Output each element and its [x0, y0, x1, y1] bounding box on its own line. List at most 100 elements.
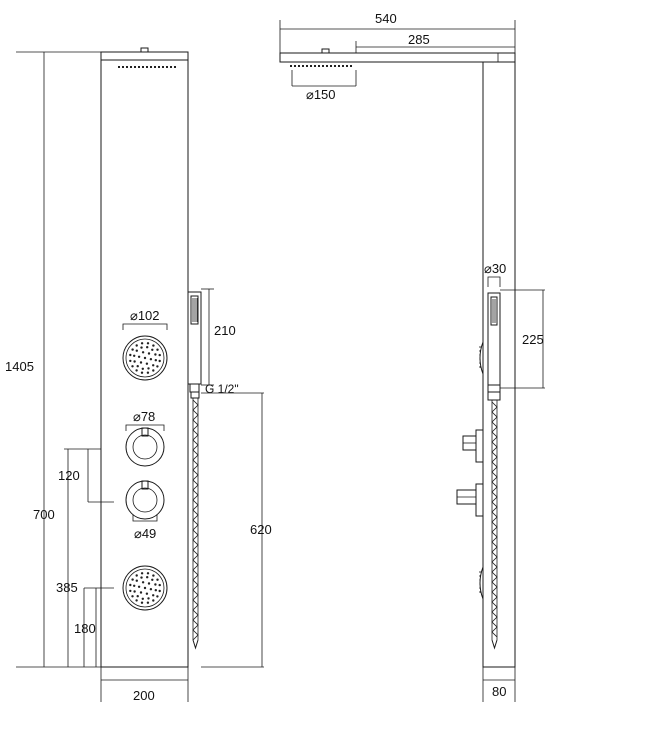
jet-nozzle-dot [131, 595, 134, 598]
jet-nozzle-dot [129, 589, 132, 593]
jet-nozzle-dot [146, 572, 150, 575]
jet-nozzle-dot [141, 367, 144, 370]
jet-nozzle-dot [147, 597, 150, 600]
dim-knob-small-label: ⌀49 [134, 526, 156, 541]
jet-nozzle-dot [158, 589, 161, 593]
front-hand-shower [187, 291, 202, 399]
jet-nozzle-dot [151, 348, 154, 351]
jet-nozzle-dot [133, 590, 136, 593]
jet-nozzle-dot [135, 349, 138, 352]
jet-nozzle-dot [154, 353, 157, 356]
jet-nozzle-dot [141, 581, 145, 584]
jet-nozzle-dot [140, 371, 144, 374]
jet-nozzle-dot [158, 353, 161, 357]
dim-620-label: 620 [250, 522, 272, 537]
side-hose [491, 400, 498, 650]
front-panel-body [100, 51, 189, 668]
jet-nozzle-dot [143, 586, 147, 590]
jet-nozzle-dot [141, 597, 144, 600]
jet-nozzle-dot [146, 576, 149, 579]
jet-nozzle-dot [131, 578, 134, 581]
jet-nozzle-dot [158, 359, 161, 363]
jet-nozzle-dot [137, 355, 141, 358]
thermostat-knob [125, 427, 165, 467]
jet-nozzle-dot [147, 367, 150, 370]
front-hose [192, 398, 199, 650]
jet-nozzle-dot [145, 362, 149, 365]
jet-nozzle-dot [135, 574, 138, 577]
jet-nozzle-dot [147, 352, 151, 355]
jet-nozzle-dot [137, 585, 141, 588]
jet-nozzle-dot [133, 354, 136, 357]
dim-180-label: 180 [74, 621, 96, 636]
dim-225-label: 225 [522, 332, 544, 347]
dim-80-label: 80 [492, 684, 506, 699]
jet-nozzle-dot [129, 353, 132, 357]
front-top-button [140, 47, 149, 53]
jet-nozzle-dot [156, 348, 159, 351]
side-view: 540 285 ⌀150 ⌀30 225 80 [279, 11, 545, 702]
dim-head-diameter-label: ⌀150 [306, 87, 336, 102]
jet-nozzle-dot [146, 601, 150, 604]
jet-nozzle-dot [140, 576, 143, 579]
dim-385-label: 385 [56, 580, 78, 595]
jet-nozzle-dot [143, 356, 147, 360]
dim-jet-diameter-label: ⌀102 [130, 308, 160, 323]
front-view: 1405 700 120 385 180 200 ⌀102 ⌀78 ⌀49 21… [5, 47, 272, 703]
jet-nozzle-dot [135, 579, 138, 582]
jet-nozzle-dot [131, 348, 134, 351]
side-hand-shower [487, 292, 501, 401]
dim-285-label: 285 [408, 32, 430, 47]
dim-120-label: 120 [58, 468, 80, 483]
jet-nozzle-dot [146, 371, 150, 374]
jet-nozzle-dot [156, 365, 159, 368]
jet-nozzle-dot [154, 589, 157, 592]
jet-nozzle-dot [129, 359, 132, 363]
jet-nozzle-dot [152, 599, 155, 602]
jet-nozzle-dot [140, 572, 144, 575]
jet-nozzle-dot [156, 595, 159, 598]
jet-nozzle-dot [154, 583, 157, 586]
jet-nozzle-dot [149, 588, 153, 591]
diverter-knob [125, 480, 165, 520]
body-jet-top [122, 335, 168, 381]
front-top-cap [100, 51, 189, 61]
dim-knob-large-label: ⌀78 [133, 409, 155, 424]
dim-700-label: 700 [33, 507, 55, 522]
jet-nozzle-dot [140, 601, 144, 604]
side-knob-top [462, 429, 484, 463]
jet-nozzle-dot [152, 369, 155, 372]
jet-nozzle-dot [140, 346, 143, 349]
jet-nozzle-dot [139, 591, 143, 594]
jet-nozzle-dot [133, 360, 136, 363]
jet-nozzle-dot [133, 584, 136, 587]
jet-nozzle-dot [154, 359, 157, 362]
jet-nozzle-dot [136, 365, 139, 368]
dim-200-label: 200 [133, 688, 155, 703]
jet-nozzle-dot [146, 342, 150, 345]
jet-nozzle-dot [145, 592, 149, 595]
jet-nozzle-dot [158, 583, 161, 587]
jet-nozzle-dot [152, 344, 155, 347]
jet-nozzle-dot [152, 594, 155, 597]
dim-hand-diameter-label: ⌀30 [484, 261, 506, 276]
jet-nozzle-dot [135, 344, 138, 347]
jet-nozzle-dot [152, 574, 155, 577]
jet-nozzle-dot [131, 365, 134, 368]
jet-nozzle-dot [139, 361, 143, 364]
side-shower-arm [279, 52, 516, 63]
jet-nozzle-dot [146, 346, 149, 349]
dim-210-label: 210 [214, 323, 236, 338]
jet-nozzle-dot [156, 578, 159, 581]
body-jet-bottom [122, 565, 168, 611]
jet-nozzle-dot [135, 369, 138, 372]
jet-nozzle-dot [129, 583, 132, 587]
dim-540-label: 540 [375, 11, 397, 26]
jet-nozzle-dot [151, 578, 154, 581]
hose-connection-label: G 1/2" [205, 382, 239, 396]
jet-nozzle-dot [135, 599, 138, 602]
side-knob-bottom [456, 483, 484, 517]
dim-1405-label: 1405 [5, 359, 34, 374]
jet-nozzle-dot [140, 342, 144, 345]
